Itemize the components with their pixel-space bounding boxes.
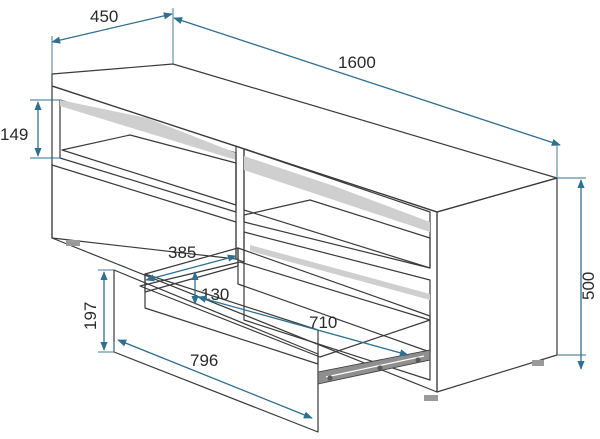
dim-line-depth xyxy=(51,12,173,44)
runner-slot xyxy=(325,355,425,378)
dim-drawer-inner-width: 385 xyxy=(168,243,196,262)
dim-line-drawer-front-width xyxy=(117,339,313,419)
dim-height: 500 xyxy=(579,272,598,300)
foot-right xyxy=(424,395,438,401)
drawer-bottom xyxy=(139,261,431,358)
left-shelf-back xyxy=(60,100,236,160)
dim-drawer-front-width: 796 xyxy=(190,351,218,370)
dim-width: 1600 xyxy=(338,53,376,72)
dim-drawer-inner-length: 710 xyxy=(309,313,337,332)
right-lower-back xyxy=(250,245,430,300)
right-lower-interior xyxy=(243,231,431,381)
dimension-annotations: 450 1600 500 149 197 385 130 710 796 xyxy=(0,7,598,419)
dim-drawer-front-height: 197 xyxy=(81,302,100,330)
foot-back xyxy=(532,360,544,366)
runner-screw-3 xyxy=(415,357,421,363)
right-shelf-upper-back xyxy=(244,156,430,232)
dim-depth: 450 xyxy=(90,7,118,26)
runner-screw-1 xyxy=(327,375,333,381)
runner-screw-2 xyxy=(377,365,383,371)
dim-line-drawer-inner-length xyxy=(197,295,409,357)
cabinet xyxy=(51,63,558,401)
cabinet-right-side xyxy=(436,177,558,393)
right-shelf-floor xyxy=(243,199,431,269)
dim-line-drawer-inner-width xyxy=(145,254,237,282)
center-divider xyxy=(235,145,245,263)
dim-shelf-opening: 149 xyxy=(0,125,28,144)
foot-left xyxy=(66,240,80,246)
dim-line-width xyxy=(173,17,561,146)
